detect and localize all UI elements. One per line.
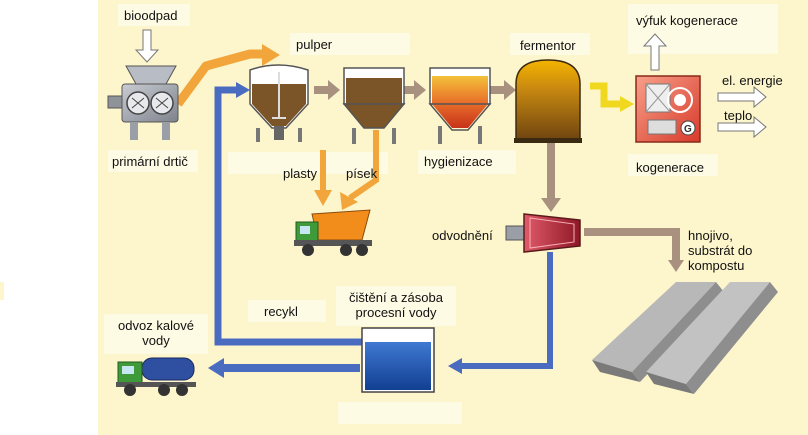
label-box-primarni xyxy=(108,150,198,172)
water-arrow-disposal xyxy=(208,358,360,378)
material-arrow-pisek xyxy=(340,130,379,210)
water-arrow-dewater-tank xyxy=(448,252,553,374)
water-arrow-recycle xyxy=(214,82,362,346)
label-hnojivo-line3: kompostu xyxy=(688,258,745,273)
label-box-bioodpad xyxy=(118,4,190,26)
sand-trap-tank-icon xyxy=(342,67,406,144)
process-arrow-ferm-dewater xyxy=(541,142,561,212)
label-plasty: plasty xyxy=(283,166,317,181)
label-odvodneni: odvodnění xyxy=(432,228,493,243)
label-hnojivo-line2: substrát do xyxy=(688,243,753,258)
label-pisek: písek xyxy=(346,166,378,181)
pulper-tank-icon xyxy=(249,64,309,142)
label-bioodpad: bioodpad xyxy=(124,8,178,23)
label-box-hygienizace xyxy=(418,150,516,174)
label-cisteni-line2: procesní vody xyxy=(355,305,437,320)
crusher-icon xyxy=(107,65,179,140)
label-odvoz: odvoz kalové vody xyxy=(104,318,208,348)
label-box-bottom xyxy=(338,402,462,424)
label-box-recykl xyxy=(248,300,326,322)
chp-generator-icon: G xyxy=(635,75,701,143)
label-el-energie: el. energie xyxy=(722,73,783,88)
tanker-truck-icon xyxy=(116,357,196,396)
process-arrow-hyg-ferm xyxy=(490,80,516,100)
process-water-tank-icon xyxy=(361,327,435,393)
label-box-plasty xyxy=(228,152,388,174)
label-cisteni-line1: čištění a zásoba xyxy=(349,290,443,305)
label-box-cisteni xyxy=(336,286,456,326)
dewatering-centrifuge-icon xyxy=(505,213,581,253)
label-vyfuk: výfuk kogenerace xyxy=(636,13,738,28)
biogas-arrow xyxy=(590,82,634,112)
process-arrow-dewater-compost xyxy=(584,228,684,272)
label-box-odvoz xyxy=(104,314,208,354)
material-arrow-plasty xyxy=(314,150,332,206)
label-hnojivo-line1: hnojivo, xyxy=(688,228,733,243)
label-fermentor: fermentor xyxy=(520,38,576,53)
label-box-fermentor xyxy=(510,33,590,55)
material-arrow-crusher-pulper xyxy=(174,44,280,107)
container-truck-icon xyxy=(294,209,372,256)
svg-text:G: G xyxy=(684,124,692,135)
label-box-pulper xyxy=(290,33,410,55)
label-primarni-drtic: primární drtič xyxy=(112,154,188,169)
hygienizer-tank-icon xyxy=(428,67,492,144)
label-recykl: recykl xyxy=(264,304,298,319)
process-arrow-pulper-sand xyxy=(314,80,340,100)
fermentor-tank-icon xyxy=(514,59,582,143)
label-odvoz-line2: vody xyxy=(142,333,170,348)
output-arrow-vyfuk xyxy=(642,33,668,71)
label-cisteni: čištění a zásoba procesní vody xyxy=(336,290,456,320)
label-odvoz-line1: odvoz kalové xyxy=(118,318,194,333)
label-box-kogenerace xyxy=(628,154,718,176)
label-teplo: teplo xyxy=(724,108,753,123)
bioodpad-input-arrow xyxy=(134,29,160,63)
label-kogenerace: kogenerace xyxy=(636,160,704,175)
compost-windrow-icon xyxy=(592,282,778,394)
side-marker xyxy=(0,282,4,300)
label-hnojivo: hnojivo, substrát do kompostu xyxy=(688,228,768,273)
output-arrow-el-energie xyxy=(717,85,767,109)
label-hygienizace: hygienizace xyxy=(424,154,493,169)
label-pulper: pulper xyxy=(296,37,333,52)
process-arrow-sand-hyg xyxy=(400,80,426,100)
output-arrow-teplo xyxy=(717,115,767,139)
